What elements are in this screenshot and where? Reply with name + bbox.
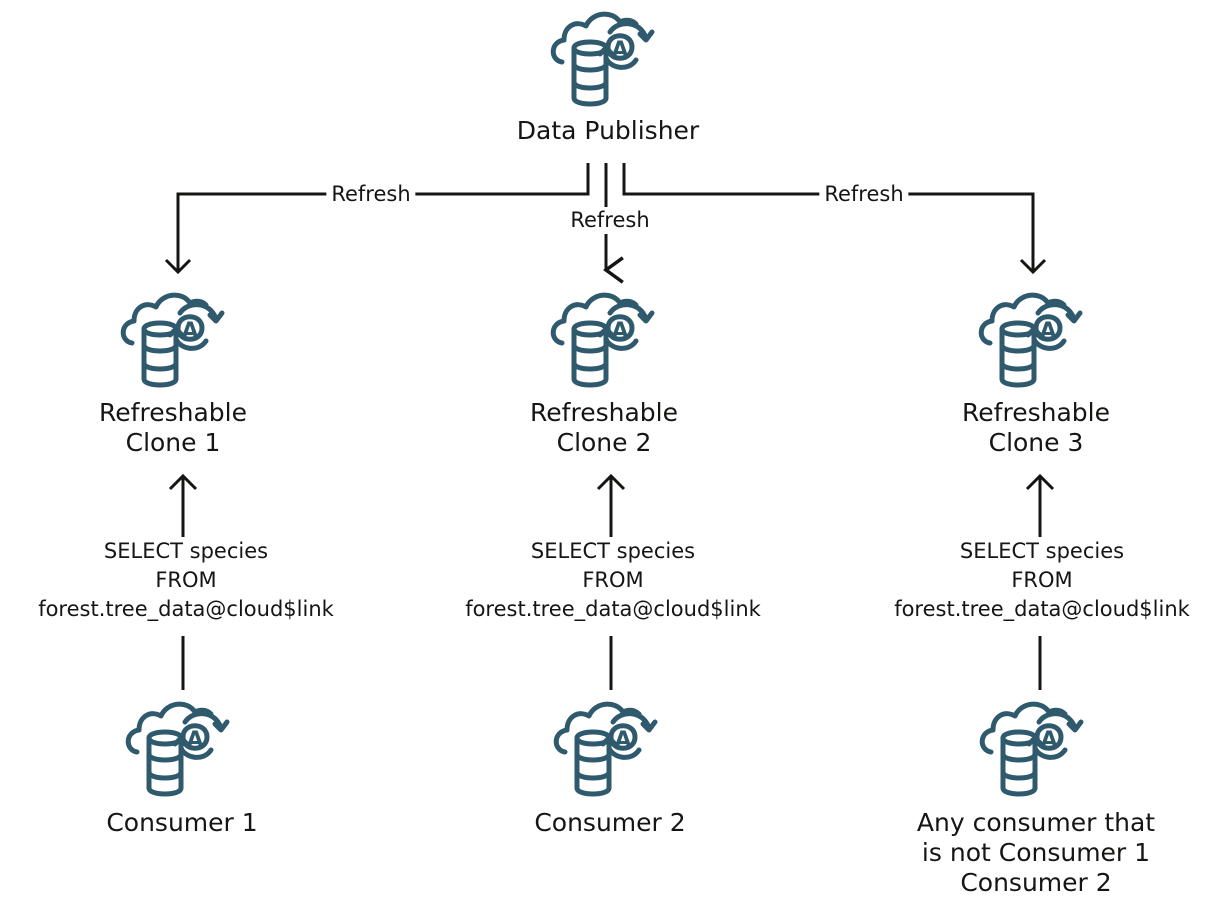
- query-line-table: forest.tree_data@cloud$link: [38, 597, 334, 621]
- clone-2-label-line-2: Clone 2: [556, 428, 652, 457]
- autonomous-database-cloud-icon: [546, 283, 666, 393]
- clone-1-label-line-1: Refreshable: [99, 398, 247, 427]
- refresh-arrow-clone-1: [176, 163, 590, 272]
- consumer-other-label: Any consumer that is not Consumer 1 Cons…: [917, 808, 1155, 898]
- autonomous-database-cloud-icon: [121, 692, 241, 802]
- query-label-2: SELECT species FROM forest.tree_data@clo…: [465, 537, 761, 624]
- refresh-label-clone-3: Refresh: [819, 181, 909, 208]
- clone-2-label: Refreshable Clone 2: [530, 398, 678, 458]
- query-line-table: forest.tree_data@cloud$link: [465, 597, 761, 621]
- clone-3-label-line-1: Refreshable: [962, 398, 1110, 427]
- query-line-select: SELECT species: [959, 539, 1125, 563]
- query-line-from: FROM: [582, 568, 644, 592]
- clone-1-label: Refreshable Clone 1: [99, 398, 247, 458]
- autonomous-database-cloud-icon: [549, 692, 669, 802]
- query-line-from: FROM: [155, 568, 217, 592]
- consumer-2-label: Consumer 2: [534, 808, 686, 837]
- arrowhead-clone-1: [164, 258, 192, 275]
- clone-3-label: Refreshable Clone 3: [962, 398, 1110, 458]
- refresh-arrow-clone-3: [622, 163, 1035, 272]
- publisher-label: Data Publisher: [516, 116, 700, 145]
- refresh-label-clone-1: Refresh: [326, 181, 416, 208]
- consumer-1-label: Consumer 1: [106, 808, 258, 837]
- consumer-other-label-line-1: Any consumer that: [916, 808, 1156, 837]
- consumer-other-label-line-2: is not Consumer 1: [921, 838, 1151, 867]
- query-line-select: SELECT species: [103, 539, 269, 563]
- autonomous-database-cloud-icon: [975, 692, 1095, 802]
- clone-3-label-line-2: Clone 3: [988, 428, 1084, 457]
- autonomous-database-cloud-icon: [974, 283, 1094, 393]
- autonomous-database-cloud-icon: [116, 283, 236, 393]
- query-arrowhead-clone-1: [168, 473, 198, 491]
- query-line-from: FROM: [1011, 568, 1073, 592]
- query-label-1: SELECT species FROM forest.tree_data@clo…: [38, 537, 334, 624]
- query-arrowhead-clone-3: [1025, 473, 1055, 491]
- query-line-select: SELECT species: [530, 539, 696, 563]
- consumer-other-label-line-3: Consumer 2: [960, 868, 1112, 897]
- refresh-label-clone-2: Refresh: [565, 207, 655, 234]
- query-line-table: forest.tree_data@cloud$link: [894, 597, 1190, 621]
- clone-2-label-line-1: Refreshable: [530, 398, 678, 427]
- autonomous-database-cloud-icon: [546, 2, 666, 112]
- query-arrowhead-clone-2: [596, 473, 626, 491]
- clone-1-label-line-2: Clone 1: [125, 428, 221, 457]
- arrowhead-clone-3: [1019, 258, 1047, 275]
- query-label-3: SELECT species FROM forest.tree_data@clo…: [894, 537, 1190, 624]
